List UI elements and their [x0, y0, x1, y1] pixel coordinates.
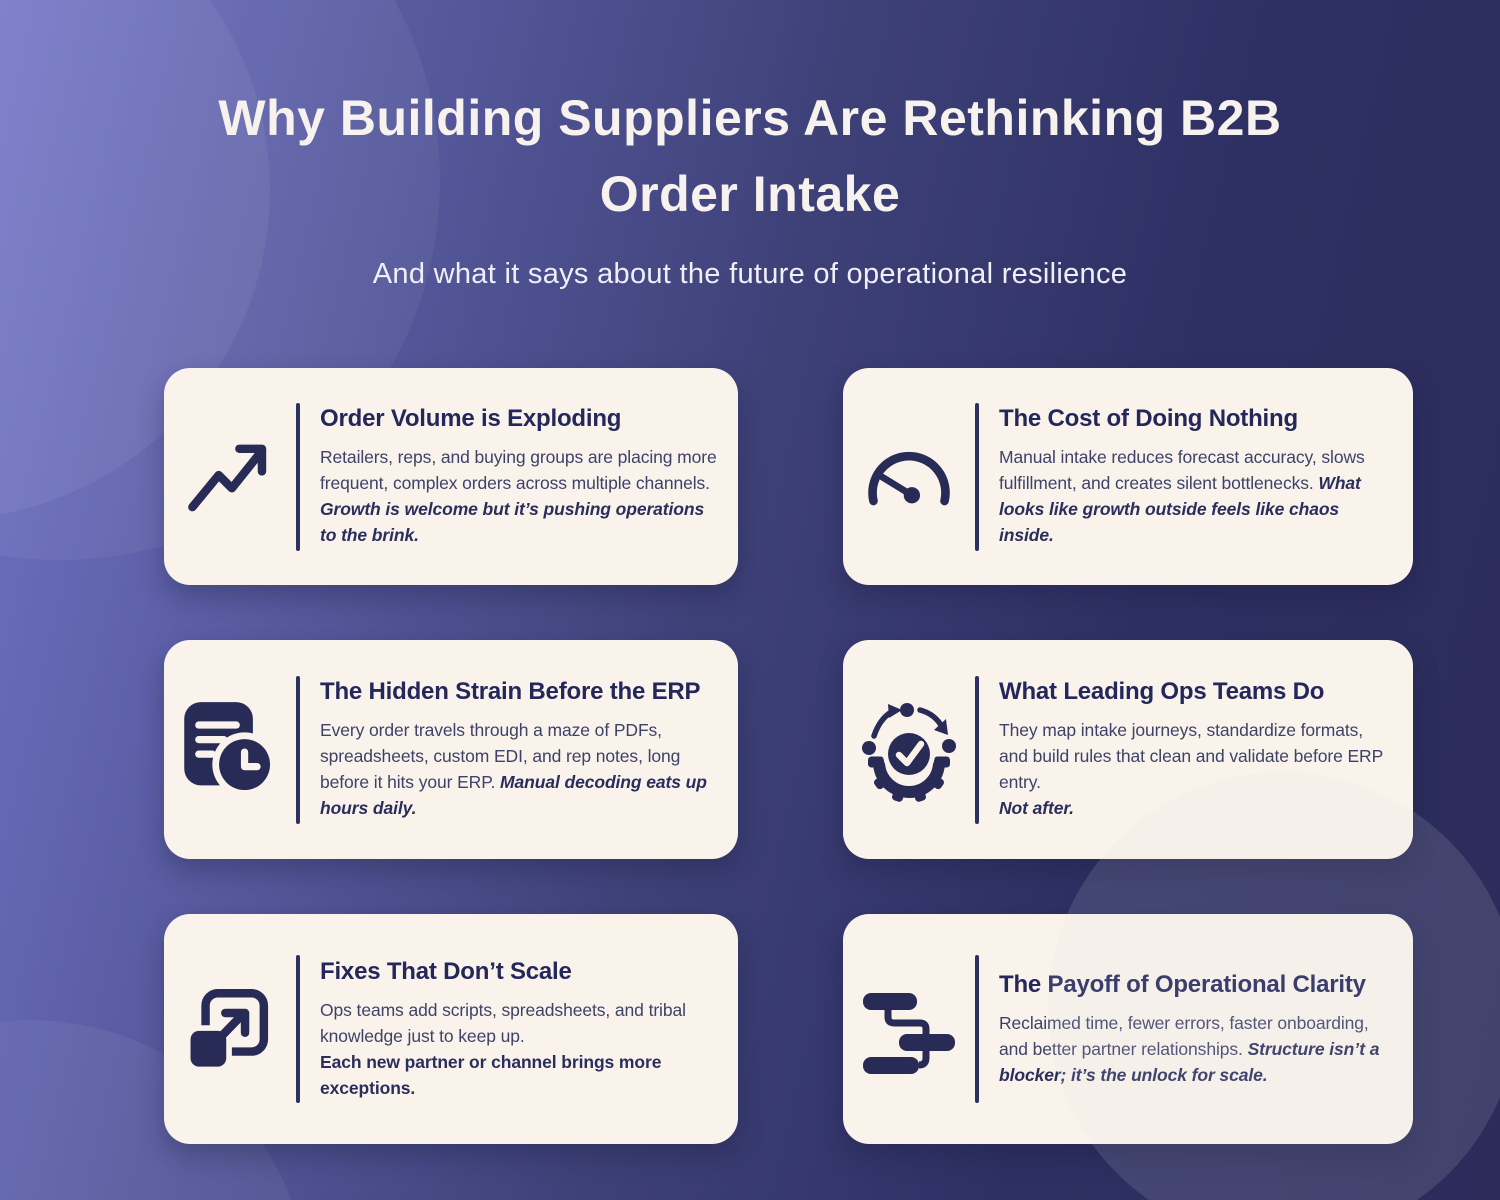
card-title: The Cost of Doing Nothing	[999, 405, 1298, 432]
card-icon-area	[164, 430, 296, 524]
card-divider	[975, 402, 979, 551]
card-body: Retailers, reps, and buying groups are p…	[320, 444, 718, 548]
card-hidden-strain: The Hidden Strain Before the ERP Every o…	[164, 640, 738, 859]
flowchart-icon	[863, 993, 955, 1074]
card-icon-area	[164, 982, 296, 1076]
header: Why Building Suppliers Are Rethinking B2…	[0, 0, 1500, 291]
card-body: Ops teams add scripts, spreadsheets, and…	[320, 997, 718, 1101]
document-clock-icon	[184, 701, 277, 797]
trend-up-icon	[188, 444, 267, 511]
card-order-volume: Order Volume is Exploding Retailers, rep…	[164, 368, 738, 585]
body-normal: Every order travels through a maze of PD…	[320, 720, 681, 792]
card-leading-ops-teams: What Leading Ops Teams Do They map intak…	[843, 640, 1413, 859]
card-title: The Hidden Strain Before the ERP	[320, 678, 701, 705]
body-emphasis: What looks like growth outside feels lik…	[999, 473, 1361, 545]
card-text: The Payoff of Operational Clarity Reclai…	[979, 971, 1413, 1088]
gear-check-icon	[862, 702, 956, 802]
card-body: They map intake journeys, standardize fo…	[999, 717, 1393, 821]
card-text: The Cost of Doing Nothing Manual intake …	[979, 405, 1413, 548]
card-divider	[296, 675, 300, 824]
card-divider	[296, 402, 300, 551]
card-text: What Leading Ops Teams Do They map intak…	[979, 678, 1413, 821]
body-normal: They map intake journeys, standardize fo…	[999, 720, 1383, 792]
page-subtitle: And what it says about the future of ope…	[372, 258, 1128, 290]
expand-icon	[184, 989, 269, 1073]
card-fixes-dont-scale: Fixes That Don’t Scale Ops teams add scr…	[164, 914, 738, 1144]
card-text: Fixes That Don’t Scale Ops teams add scr…	[300, 958, 738, 1101]
card-body: Reclaimed time, fewer errors, faster onb…	[999, 1010, 1393, 1088]
card-icon-area	[164, 698, 296, 802]
card-icon-area	[843, 433, 975, 521]
body-emphasis: Manual decoding eats up hours daily.	[320, 772, 707, 818]
body-normal: Manual intake reduces forecast accuracy,…	[999, 447, 1365, 493]
card-body: Every order travels through a maze of PD…	[320, 717, 718, 821]
card-text: Order Volume is Exploding Retailers, rep…	[300, 405, 738, 548]
card-title: What Leading Ops Teams Do	[999, 678, 1325, 705]
body-emphasis: Each new partner or channel brings more …	[320, 1051, 662, 1098]
card-divider	[975, 955, 979, 1103]
body-emphasis: Growth is welcome but it’s pushing opera…	[320, 499, 705, 545]
card-cost-of-doing-nothing: The Cost of Doing Nothing Manual intake …	[843, 368, 1413, 585]
page-title-line1: Why Building Suppliers Are Rethinking B2…	[218, 90, 1282, 146]
gauge-icon	[868, 451, 950, 505]
body-emphasis: Not after.	[999, 798, 1074, 818]
card-operational-clarity: The Payoff of Operational Clarity Reclai…	[843, 914, 1413, 1144]
card-body: Manual intake reduces forecast accuracy,…	[999, 444, 1393, 548]
body-normal: Reclaimed time, fewer errors, faster onb…	[999, 1012, 1369, 1059]
page-title: Why Building Suppliers Are Rethinking B2…	[80, 80, 1420, 232]
page-title-line2: Order Intake	[599, 166, 901, 222]
card-divider	[975, 675, 979, 824]
card-title: The Payoff of Operational Clarity	[999, 970, 1366, 998]
card-divider	[296, 955, 300, 1103]
card-icon-area	[843, 979, 975, 1079]
card-title: Order Volume is Exploding	[320, 405, 622, 432]
cards-grid: Order Volume is Exploding Retailers, rep…	[164, 368, 1413, 1144]
card-title: Fixes That Don’t Scale	[320, 957, 572, 985]
body-normal: Ops teams add scripts, spreadsheets, and…	[320, 999, 686, 1046]
card-icon-area	[843, 698, 975, 802]
card-text: The Hidden Strain Before the ERP Every o…	[300, 678, 738, 821]
body-emphasis: Structure isn’t a blocker; it’s the unlo…	[999, 1038, 1380, 1085]
body-normal: Retailers, reps, and buying groups are p…	[320, 447, 717, 493]
